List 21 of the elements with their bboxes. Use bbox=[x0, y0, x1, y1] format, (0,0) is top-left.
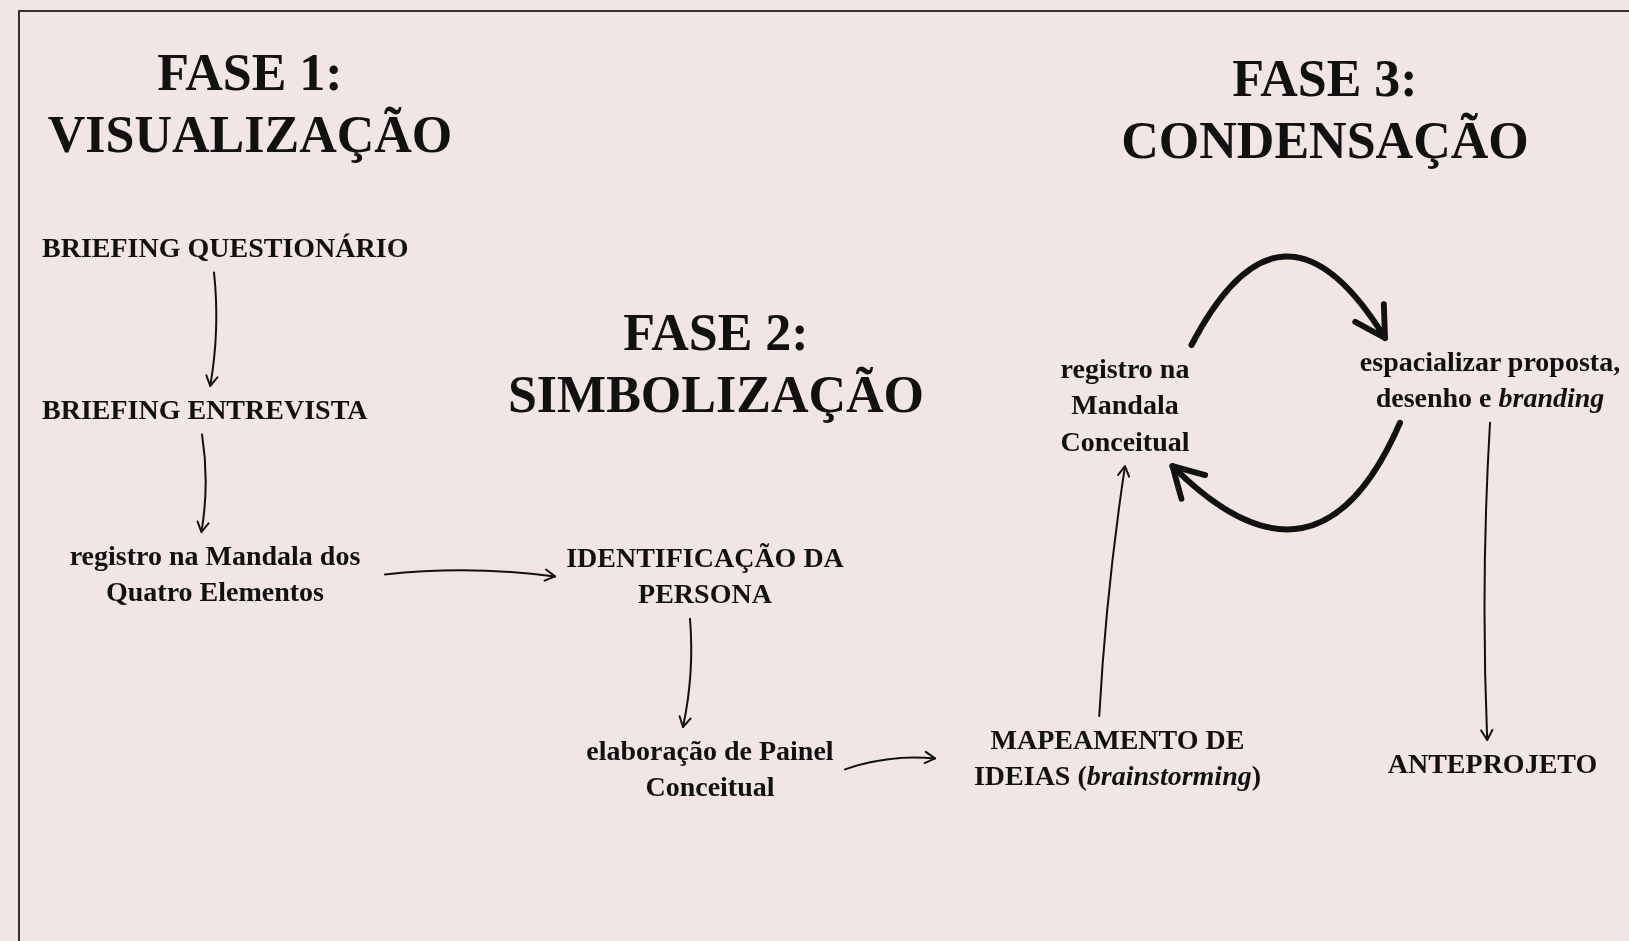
arrow bbox=[1188, 253, 1388, 348]
step-label: registro na Mandala Conceitual bbox=[1030, 345, 1220, 467]
arrow bbox=[1480, 421, 1494, 741]
arrow bbox=[1169, 419, 1403, 533]
arrow bbox=[205, 271, 219, 387]
step-label: registro na Mandala dos Quatro Elementos bbox=[45, 532, 385, 617]
arrow bbox=[678, 617, 693, 728]
step-label: elaboração de Painel Conceitual bbox=[575, 727, 845, 812]
arrow bbox=[844, 751, 936, 771]
phase-heading: FASE 2: SIMBOLIZAÇÃO bbox=[506, 303, 926, 426]
step-label: IDENTIFICAÇÃO DA PERSONA bbox=[555, 534, 855, 619]
arrow bbox=[384, 568, 556, 582]
step-label: BRIEFING ENTREVISTA bbox=[38, 386, 448, 435]
step-label: BRIEFING QUESTIONÁRIO bbox=[38, 224, 478, 273]
step-label: ANTEPROJETO bbox=[1360, 740, 1625, 789]
arrow bbox=[1098, 465, 1131, 717]
phase-heading: FASE 1: VISUALIZAÇÃO bbox=[46, 43, 454, 166]
arrow bbox=[196, 433, 210, 533]
step-label: MAPEAMENTO DE IDEIAS (brainstorming) bbox=[935, 716, 1300, 801]
step-label: espacializar proposta, desenho e branding bbox=[1340, 338, 1629, 423]
phase-heading: FASE 3: CONDENSAÇÃO bbox=[1120, 49, 1530, 172]
